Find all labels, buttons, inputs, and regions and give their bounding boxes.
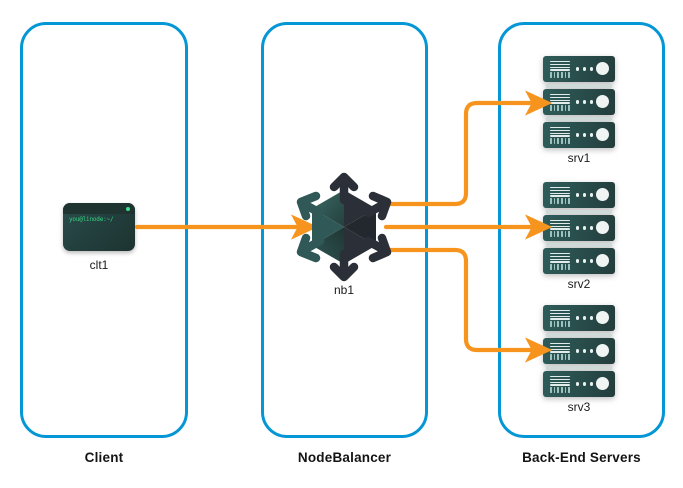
server-led-dots-icon	[576, 316, 593, 320]
node-label-srv3: srv3	[567, 400, 591, 414]
server-rail	[546, 333, 612, 337]
server-unit	[543, 338, 615, 364]
backend-group-label: Back-End Servers	[522, 450, 641, 465]
server-knob-icon	[596, 95, 609, 108]
server-vent-lines-icon	[550, 253, 570, 263]
server-vent-lines-icon	[550, 310, 570, 320]
node-label-srv1: srv1	[567, 151, 591, 165]
server-rail	[546, 366, 612, 370]
nodebalancer-group-label: NodeBalancer	[297, 450, 392, 465]
terminal-icon[interactable]: you@linode:~/	[63, 203, 135, 251]
nodebalancer-group-container	[261, 22, 428, 438]
server-rail	[546, 84, 612, 88]
server-unit	[543, 305, 615, 331]
server-stack-icon-srv2[interactable]	[543, 182, 615, 274]
status-dot-icon	[126, 206, 130, 211]
server-vent-lines-icon	[550, 187, 570, 197]
server-port-bars-icon	[550, 105, 570, 111]
server-unit	[543, 248, 615, 274]
server-led-dots-icon	[576, 226, 593, 230]
server-rail	[546, 117, 612, 121]
server-vent-lines-icon	[550, 376, 570, 386]
client-group-label: Client	[84, 450, 124, 465]
server-stack-icon-srv1[interactable]	[543, 56, 615, 148]
server-led-dots-icon	[576, 193, 593, 197]
server-port-bars-icon	[550, 387, 570, 393]
server-rail	[546, 243, 612, 247]
server-vent-lines-icon	[550, 94, 570, 104]
server-port-bars-icon	[550, 321, 570, 327]
server-port-bars-icon	[550, 264, 570, 270]
server-port-bars-icon	[550, 198, 570, 204]
server-port-bars-icon	[550, 354, 570, 360]
server-knob-icon	[596, 128, 609, 141]
terminal-titlebar	[63, 203, 135, 214]
node-label-clt1: clt1	[89, 258, 109, 272]
server-port-bars-icon	[550, 138, 570, 144]
server-knob-icon	[596, 62, 609, 75]
server-led-dots-icon	[576, 100, 593, 104]
server-led-dots-icon	[576, 382, 593, 386]
server-unit	[543, 371, 615, 397]
client-group-container	[20, 22, 188, 438]
server-led-dots-icon	[576, 133, 593, 137]
server-unit	[543, 56, 615, 82]
server-unit	[543, 89, 615, 115]
node-label-srv2: srv2	[567, 277, 591, 291]
server-knob-icon	[596, 377, 609, 390]
terminal-prompt-text: you@linode:~/	[69, 216, 114, 223]
backend-group-container	[498, 22, 665, 438]
server-port-bars-icon	[550, 231, 570, 237]
server-vent-lines-icon	[550, 343, 570, 353]
server-unit	[543, 182, 615, 208]
server-rail	[546, 210, 612, 214]
server-vent-lines-icon	[550, 220, 570, 230]
server-knob-icon	[596, 311, 609, 324]
server-stack-icon-srv3[interactable]	[543, 305, 615, 397]
server-knob-icon	[596, 254, 609, 267]
server-led-dots-icon	[576, 259, 593, 263]
server-vent-lines-icon	[550, 127, 570, 137]
server-unit	[543, 215, 615, 241]
server-led-dots-icon	[576, 349, 593, 353]
server-led-dots-icon	[576, 67, 593, 71]
server-knob-icon	[596, 344, 609, 357]
server-knob-icon	[596, 188, 609, 201]
server-vent-lines-icon	[550, 61, 570, 71]
server-port-bars-icon	[550, 72, 570, 78]
server-knob-icon	[596, 221, 609, 234]
server-unit	[543, 122, 615, 148]
node-label-nb1: nb1	[333, 283, 355, 297]
